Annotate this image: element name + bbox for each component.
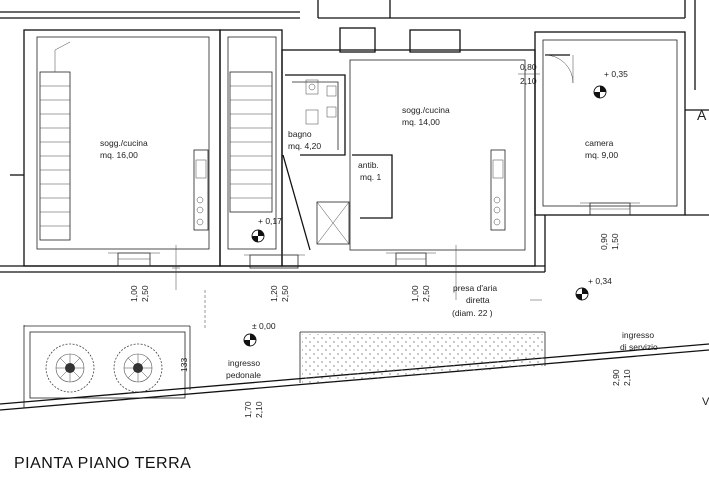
level-label-street: ± 0,00: [252, 321, 276, 331]
tree-icon: [113, 343, 163, 393]
level-label-camera: + 0,35: [604, 69, 628, 79]
stairs-middle: [229, 71, 273, 213]
tree-icon: [45, 343, 95, 393]
note-ingresso-pedonale-line2: pedonale: [226, 370, 261, 380]
level-marker-icon: [593, 85, 607, 99]
dim-gate-b: 2,10: [254, 401, 264, 418]
door-camera: [544, 54, 574, 84]
drawing-title: PIANTA PIANO TERRA: [14, 455, 191, 472]
level-marker-icon: [251, 229, 265, 243]
level-marker-icon: [575, 287, 589, 301]
upper-boundary-walls: [0, 0, 696, 90]
room-label-camera-area: mq. 9,00: [585, 150, 618, 160]
note-ingresso-servizio-line2: di servizio: [620, 342, 658, 352]
dim-window-camera-b: 1,50: [610, 233, 620, 250]
entrance-door-stair: [244, 254, 305, 269]
building-walls: [0, 27, 709, 273]
room-label-left-name: sogg./cucina: [100, 138, 148, 148]
dim-service-a: 2,90: [611, 369, 621, 386]
kitchen-counter-left: [193, 149, 209, 231]
note-presa-line3: (diam. 22 ): [452, 308, 493, 318]
dim-service-b: 2,10: [622, 369, 632, 386]
dim-gate-a: 1,70: [243, 401, 253, 418]
room-label-camera-name: camera: [585, 138, 614, 148]
dim-window-middle-a: 1,00: [410, 285, 420, 302]
room-label-antib-area: mq. 1: [360, 172, 382, 182]
room-label-antib-name: antib.: [358, 160, 379, 170]
dimension-ticks: [172, 245, 542, 301]
dim-window-camera-a: 0,90: [599, 233, 609, 250]
level-marker-icon: [243, 333, 257, 347]
note-presa-line2: diretta: [466, 295, 490, 305]
room-label-bagno-area: mq. 4,20: [288, 141, 321, 151]
kitchen-counter-middle: [490, 149, 506, 231]
window-middle: [386, 252, 436, 267]
room-label-bagno-name: bagno: [288, 129, 312, 139]
stairs-left: [39, 41, 71, 241]
note-presa-line1: presa d'aria: [453, 283, 497, 293]
dim-door-camera-b: 2,10: [520, 76, 537, 86]
level-label-stair: + 0,17: [258, 216, 282, 226]
dim-door-stair-b: 2,50: [280, 285, 290, 302]
dim-door-stair-a: 1,20: [269, 285, 279, 302]
section-marker-a: A: [697, 107, 707, 123]
room-label-middle-area: mq. 14,00: [402, 117, 440, 127]
window-camera: [580, 202, 640, 216]
dim-garden-height: 133: [179, 358, 189, 372]
garden-hatch: [302, 334, 543, 384]
room-label-middle-name: sogg./cucina: [402, 105, 450, 115]
note-ingresso-servizio-line1: ingresso: [622, 330, 654, 340]
window-left: [108, 252, 160, 267]
level-label-courtyard: + 0,34: [588, 276, 612, 286]
bagno-partitions: [282, 74, 393, 251]
note-ingresso-pedonale-line1: ingresso: [228, 358, 260, 368]
section-marker-v: V: [702, 396, 709, 408]
dim-window-middle-b: 2,50: [421, 285, 431, 302]
dim-window-left-a: 1,00: [129, 285, 139, 302]
room-label-left-area: mq. 16,00: [100, 150, 138, 160]
dim-window-left-b: 2,50: [140, 285, 150, 302]
dim-door-camera-a: 0,80: [520, 62, 537, 72]
